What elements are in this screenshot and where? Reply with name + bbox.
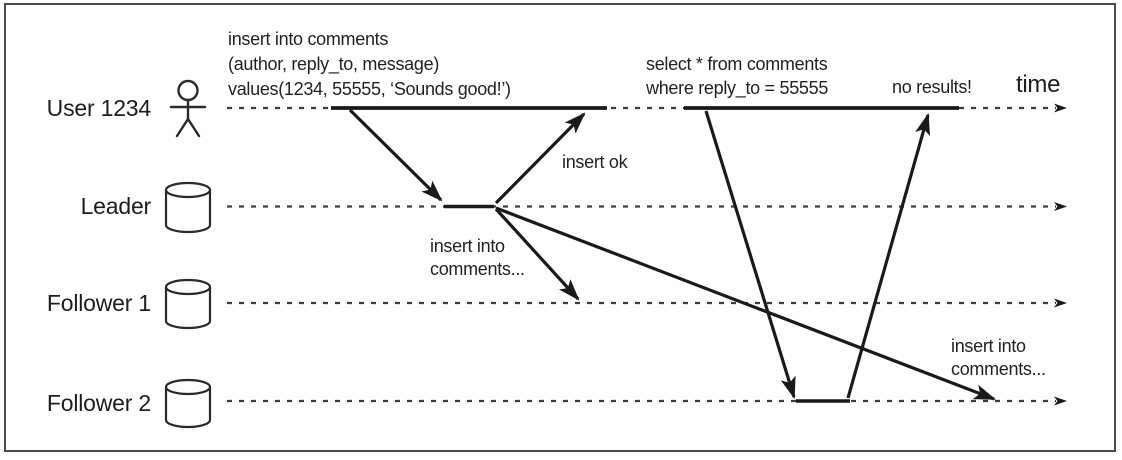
select-query-line2: where reply_to = 55555 [645, 78, 828, 99]
time-axis-label: time [1016, 71, 1060, 98]
lifeline-end-arrows [1054, 103, 1067, 406]
activation-segments [331, 106, 959, 403]
arrow-insert-user-to-leader [348, 108, 443, 202]
person-icon [169, 79, 207, 138]
database-icon-leader [164, 181, 212, 234]
message-arrows [348, 108, 997, 401]
label-insert-ok: insert ok [562, 152, 629, 172]
label-no-results: no results! [892, 77, 972, 97]
label-replicate-follower1: insert into comments... [430, 236, 525, 279]
label-replicate-follower2: insert into comments... [951, 336, 1046, 379]
time-arrowhead-user [1054, 103, 1067, 113]
replicate-f2-line2: comments... [951, 359, 1046, 379]
database-icon-follower1 [164, 278, 212, 330]
insert-query-line3: values(1234, 55555, ‘Sounds good!’) [228, 79, 511, 99]
database-icon-follower2 [164, 378, 212, 429]
arrow-select-user-to-follower2 [704, 110, 796, 400]
label-select-query: select * from comments where reply_to = … [645, 54, 829, 99]
time-arrowhead-follower1 [1054, 298, 1067, 308]
arrow-replicate-leader-to-follower1 [494, 207, 580, 301]
actor-label-user: User 1234 [47, 95, 152, 121]
arrow-replicate-leader-to-follower2 [495, 206, 997, 401]
lifelines [227, 106, 1056, 403]
figure-border [4, 3, 1116, 452]
arrow-insert-ok-leader-to-user [494, 112, 586, 205]
insert-query-line1: insert into comments [228, 29, 388, 49]
actor-label-leader: Leader [81, 193, 152, 219]
insert-query-line2: (author, reply_to, message) [228, 54, 439, 75]
replicate-f1-line1: insert into [430, 236, 505, 256]
actor-label-follower1: Follower 1 [47, 290, 151, 316]
select-query-line1: select * from comments [646, 54, 828, 74]
time-arrowhead-follower2 [1054, 396, 1067, 406]
replicate-f1-line2: comments... [430, 259, 525, 279]
actor-label-follower2: Follower 2 [47, 390, 151, 416]
arrow-no-results-follower2-to-user [846, 112, 931, 399]
replicate-f2-line1: insert into [951, 336, 1026, 356]
label-insert-query: insert into comments (author, reply_to, … [228, 29, 511, 99]
time-arrowhead-leader [1054, 202, 1067, 211]
